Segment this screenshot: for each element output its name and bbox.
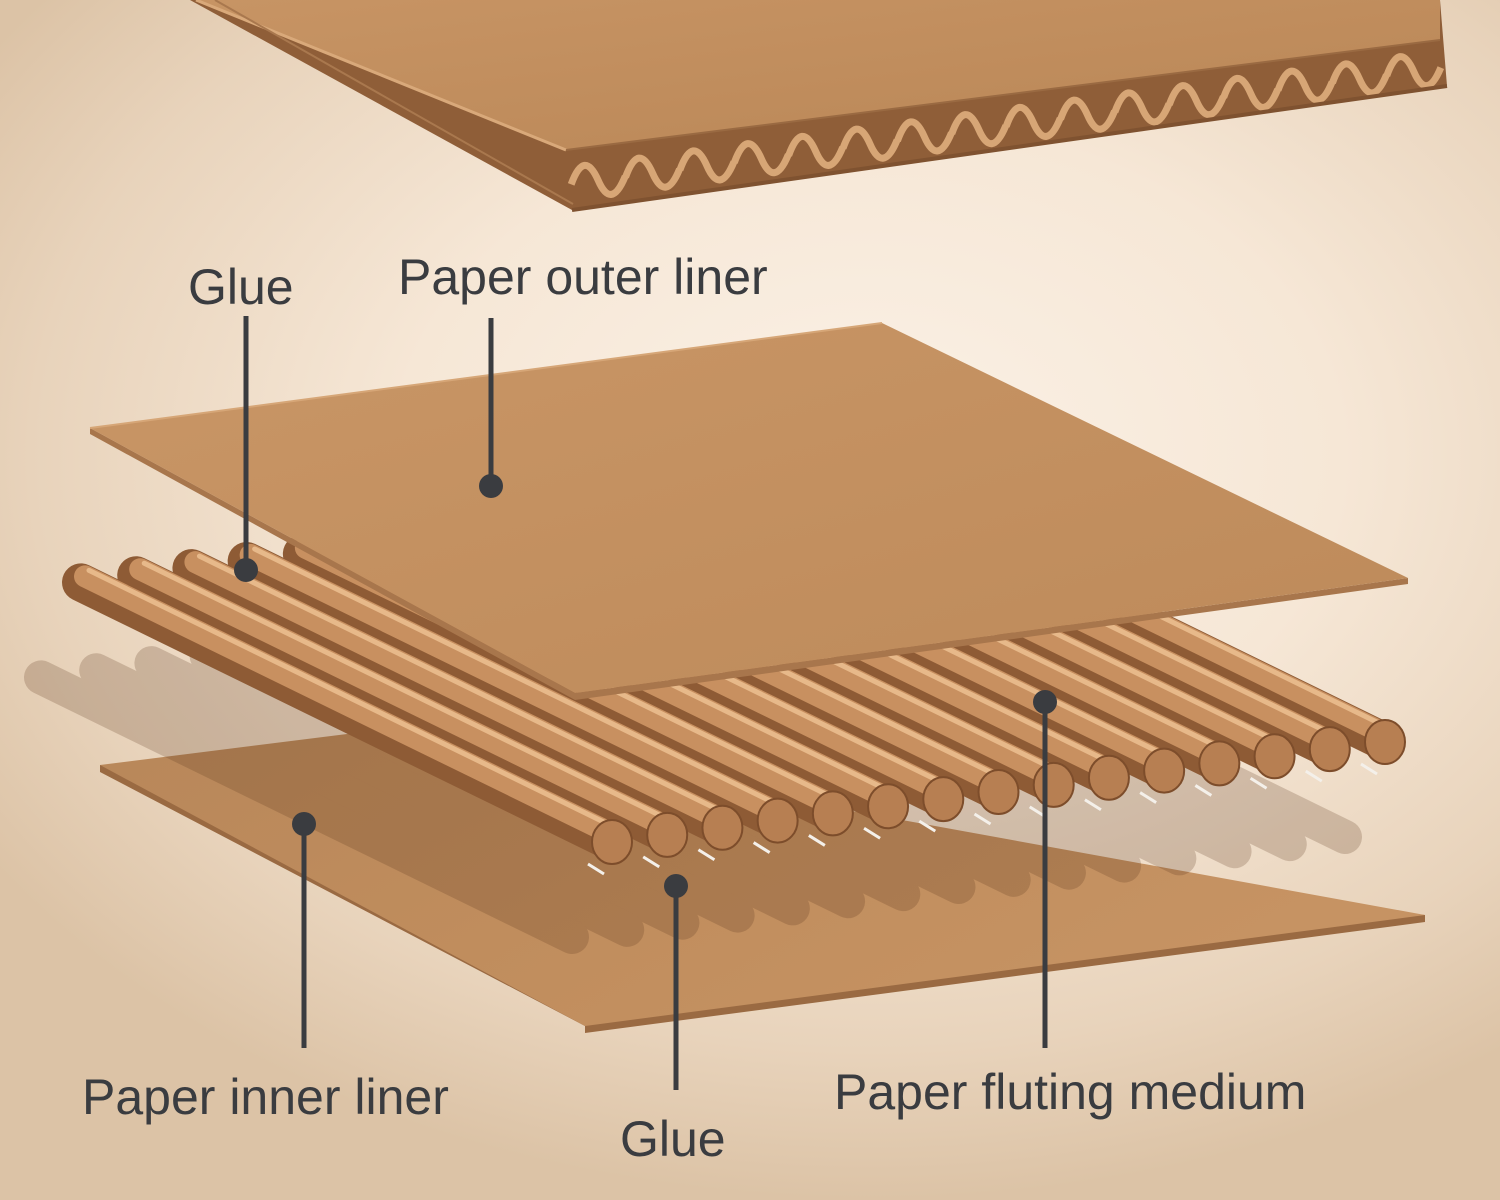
flute-shadow bbox=[24, 660, 589, 954]
glue-line bbox=[808, 834, 826, 847]
assembled-flute bbox=[1329, 60, 1390, 97]
glue-line bbox=[1249, 777, 1268, 790]
dot-fluting bbox=[1033, 690, 1057, 714]
flute-highlight bbox=[86, 567, 623, 833]
label-inner-liner: Paper inner liner bbox=[82, 1069, 449, 1125]
glue-line bbox=[642, 855, 661, 869]
assembled-flute bbox=[1274, 67, 1336, 104]
label-outer-liner: Paper outer liner bbox=[398, 249, 768, 305]
flute-end bbox=[1198, 740, 1241, 787]
flute-highlight bbox=[252, 546, 789, 812]
assembled-flute bbox=[1057, 96, 1118, 133]
flute-end bbox=[1308, 726, 1351, 773]
assembled-flute bbox=[948, 111, 1010, 148]
dot-glue-bottom bbox=[664, 874, 688, 898]
flute-end bbox=[1032, 761, 1075, 808]
flute-end bbox=[1143, 747, 1186, 794]
assembled-flute bbox=[567, 161, 629, 198]
flute-end bbox=[1253, 733, 1296, 780]
assembled-flute bbox=[1002, 103, 1064, 140]
leader-lines bbox=[243, 316, 1048, 1090]
flute-end bbox=[811, 790, 854, 837]
assembled-flute bbox=[1166, 82, 1227, 119]
label-glue-top: Glue bbox=[188, 259, 294, 315]
assembled-flute bbox=[676, 147, 738, 184]
assembled-flute bbox=[1111, 89, 1173, 126]
glue-line bbox=[1304, 769, 1323, 783]
flute-ridge-face bbox=[184, 551, 738, 833]
glue-line bbox=[863, 827, 881, 840]
assembled-flute bbox=[839, 125, 901, 162]
glue-line bbox=[1084, 798, 1102, 811]
assembled-flute bbox=[894, 118, 955, 155]
assembled-flute bbox=[785, 132, 846, 169]
outer-liner-sheet bbox=[89, 322, 1408, 700]
flute-shadow bbox=[134, 646, 700, 940]
flute-end bbox=[756, 797, 799, 844]
glue-line bbox=[587, 862, 605, 876]
flute-end bbox=[977, 769, 1020, 815]
glue-line bbox=[697, 848, 716, 861]
flute-highlight bbox=[196, 553, 733, 819]
glue-line bbox=[1360, 762, 1378, 776]
glue-line bbox=[918, 819, 937, 833]
assembled-flute bbox=[1220, 74, 1281, 111]
flute-end bbox=[867, 783, 910, 830]
dot-glue-top bbox=[234, 558, 258, 582]
flute-end bbox=[922, 776, 965, 823]
flute-ridge-face bbox=[129, 558, 683, 840]
leader-dots bbox=[234, 474, 1057, 898]
flute-end bbox=[1364, 719, 1406, 765]
glue-line bbox=[1139, 791, 1157, 804]
dot-inner-liner bbox=[292, 812, 316, 836]
assembled-flute bbox=[1383, 53, 1445, 90]
glue-line bbox=[752, 841, 771, 854]
flute-ridge-face bbox=[239, 543, 793, 826]
label-glue-bottom: Glue bbox=[620, 1111, 726, 1167]
dot-outer-liner bbox=[479, 474, 503, 498]
flute-shadow bbox=[79, 653, 645, 947]
assembled-flutes bbox=[567, 53, 1445, 198]
flute-highlight bbox=[141, 560, 678, 826]
glue-line bbox=[973, 812, 992, 826]
flute-end bbox=[646, 811, 689, 858]
flute-ridge-face bbox=[74, 565, 627, 847]
assembled-board bbox=[190, 0, 1448, 212]
flute-end bbox=[1087, 754, 1130, 801]
flute-end bbox=[591, 819, 633, 865]
inner-liner-sheet bbox=[100, 728, 1425, 1033]
glue-line bbox=[1194, 784, 1213, 797]
flute-end bbox=[701, 804, 744, 851]
label-fluting-medium: Paper fluting medium bbox=[834, 1064, 1307, 1120]
glue-lines bbox=[587, 762, 1378, 876]
assembled-flute bbox=[622, 154, 683, 191]
assembled-flute bbox=[731, 140, 792, 177]
